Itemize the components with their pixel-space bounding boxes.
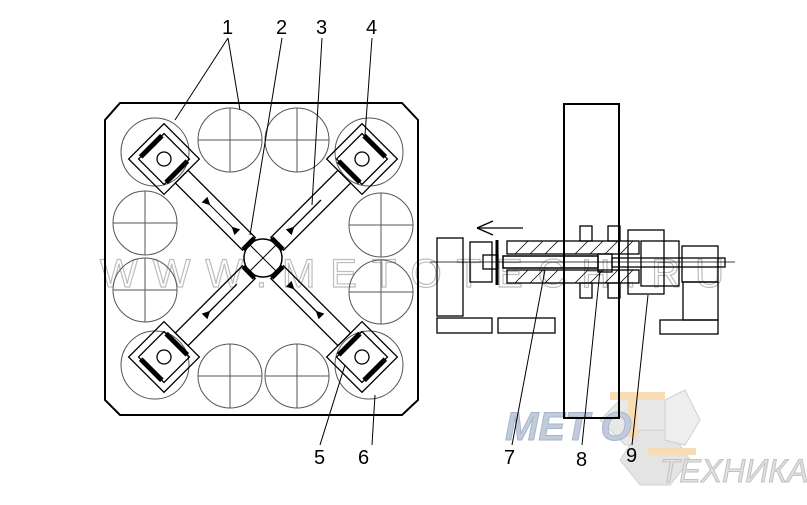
logo-text-top: МЕТ О [505,405,632,449]
center-shaft [243,238,283,278]
logo: МЕТ О ТЕХНИКА [505,389,807,490]
side-view-assembly [430,103,735,419]
label-7: 7 [504,447,515,469]
logo-text-bottom: ТЕХНИКА [660,453,807,489]
label-4: 4 [366,17,377,39]
rotary-plate [104,102,419,416]
label-5: 5 [314,447,325,469]
direction-arrow-icon [476,220,523,236]
label-3: 3 [316,17,327,39]
disc-plate [563,103,620,419]
label-8: 8 [576,449,587,471]
label-9: 9 [626,445,637,467]
arms [127,122,399,394]
label-1: 1 [222,17,233,39]
label-6: 6 [358,447,369,469]
leader-lines [174,37,649,446]
label-2: 2 [276,17,287,39]
callout-labels: 1 2 3 4 5 6 7 8 9 [222,17,637,471]
